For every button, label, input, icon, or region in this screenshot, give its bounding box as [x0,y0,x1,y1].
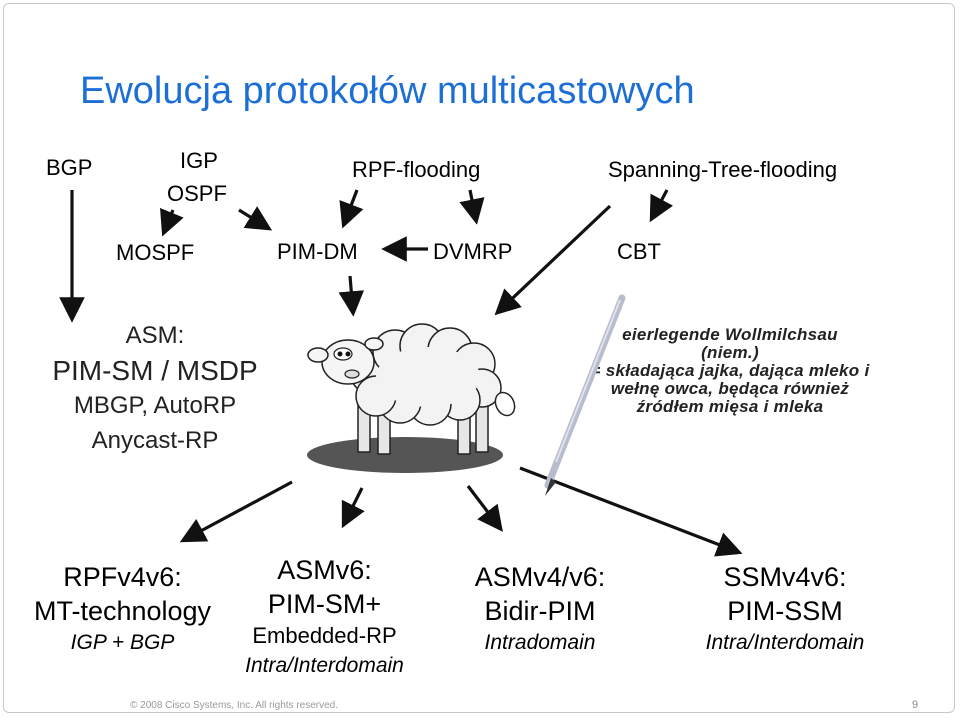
arrow-igp-to-pimdm [238,206,273,231]
bottom-asmv6: ASMv6: PIM-SM+ Embedded-RP Intra/Interdo… [222,553,427,681]
node-cbt: CBT [617,239,661,264]
ssm-line2: PIM-SSM [727,596,843,626]
asm-line1: PIM-SM / MSDP [52,355,258,386]
asmv4v6-line3: Intradomain [484,631,596,654]
arrow-sheep-to-ssm [519,466,743,557]
quote-line1: eierlegende Wollmilchsau [622,325,838,344]
asmv6-line4: Intra/Interdomain [245,654,404,677]
rpf-line3: IGP + BGP [70,631,175,654]
node-dvmrp: DVMRP [433,239,513,264]
quote-line4: wełnę owca, będąca również [610,379,850,398]
arrow-rpf-to-pimdm [339,189,364,229]
ssm-heading: SSMv4v6: [723,562,847,592]
node-rpf-flooding: RPF-flooding [352,157,481,182]
slide-frame [3,3,955,713]
asm-line3: Anycast-RP [91,427,219,454]
node-bgp: BGP [46,155,93,180]
rpf-heading: RPFv4v6: [63,562,182,592]
asm-label: ASM: [125,322,185,349]
asm-block: ASM: PIM-SM / MSDP MBGP, AutoRP Anycast-… [20,318,290,458]
pencil-icon [544,294,626,496]
arrows [59,189,743,557]
node-ospf: OSPF [167,181,227,206]
arrow-sheep-to-asmv4v6 [466,485,503,532]
footer-copyright: © 2008 Cisco Systems, Inc. All rights re… [130,700,339,711]
arrow-sheep-to-rpf [179,480,293,543]
arrow-pimdm-to-sheep [338,275,365,317]
asmv6-line2: PIM-SM+ [267,589,382,619]
arrow-ospf-to-mospf [160,207,184,237]
sheep-illustration [307,323,516,473]
quote-block: eierlegende Wollmilchsau (niem.) = skład… [520,326,940,416]
quote-line2: (niem.) [701,343,759,362]
arrow-rpf-to-dvmrp [459,189,485,225]
page-number: 9 [912,699,919,711]
slide-title: Ewolucja protokołów multicastowych [80,70,695,112]
quote-line5: źródłem mięsa i mleka [636,397,824,416]
node-spanning-tree-flooding: Spanning-Tree-flooding [608,157,838,182]
quote-line3: = składająca jajka, dająca mleko i [590,361,870,380]
arrow-sheep-to-asmv6 [341,487,365,529]
asmv4v6-heading: ASMv4/v6: [474,562,606,592]
asm-line2: MBGP, AutoRP [73,392,237,419]
node-pim-dm: PIM-DM [277,239,358,264]
bottom-rpf: RPFv4v6: MT-technology IGP + BGP [5,560,240,658]
rpf-line2: MT-technology [33,596,212,626]
asmv6-heading: ASMv6: [277,555,372,585]
bottom-ssm: SSMv4v6: PIM-SSM Intra/Interdomain [680,560,890,658]
arrow-stf-to-cbt [649,189,674,223]
asmv4v6-line2: Bidir-PIM [484,596,596,626]
node-igp: IGP [180,148,218,173]
asmv6-line3: Embedded-RP [252,623,397,648]
bottom-asmv4v6: ASMv4/v6: Bidir-PIM Intradomain [445,560,635,658]
arrow-cbt-to-sheep [494,204,612,316]
node-mospf: MOSPF [116,240,195,265]
ssm-line3: Intra/Interdomain [705,631,865,654]
